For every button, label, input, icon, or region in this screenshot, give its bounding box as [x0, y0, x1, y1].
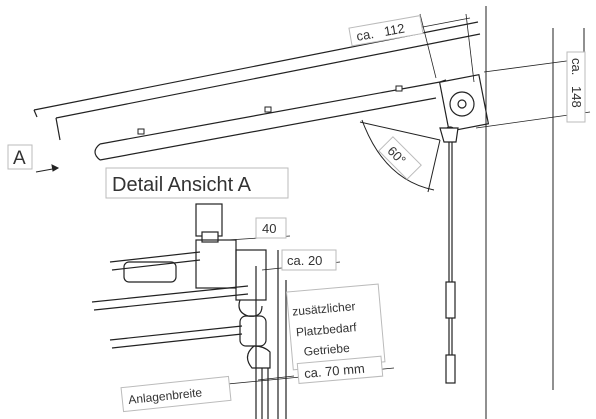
angle-label-box: 60°: [378, 136, 422, 180]
view-arrow: [35, 164, 60, 173]
dim-148-value: 148: [569, 86, 584, 108]
dim-box-70: ca. 70 mm: [296, 355, 384, 384]
dim-112-value: 112: [383, 21, 406, 39]
detail-post: [195, 203, 223, 243]
dim-box-40: 40: [255, 217, 287, 239]
awning-housing: [33, 21, 490, 161]
view-marker-box: A: [7, 144, 33, 170]
detail-title-box: Detail Ansicht A: [105, 167, 289, 199]
detail-rails: [91, 239, 271, 369]
rail-fasteners: [137, 85, 403, 135]
dim-112-prefix: ca.: [355, 26, 375, 44]
dim-148-prefix: ca.: [569, 58, 584, 75]
note-line2: Platzbedarf: [295, 320, 357, 339]
dim-box-112: ca. 112: [348, 15, 424, 47]
dim-40: 40: [262, 221, 276, 236]
note-line3: Getriebe: [303, 341, 350, 359]
view-marker: A: [13, 148, 26, 169]
detail-title: Detail Ansicht A: [112, 174, 252, 196]
detail-vertical-lines: [255, 250, 287, 419]
notes-box: zusätzlicher Platzbedarf Getriebe: [285, 283, 386, 371]
bracket: [439, 126, 459, 143]
note-line1: zusätzlicher: [292, 299, 356, 318]
anlagenbreite-box: Anlagenbreite: [120, 375, 232, 413]
dim-box-148: ca. 148: [566, 51, 586, 123]
dim-70: ca. 70 mm: [304, 361, 366, 381]
pulley: [449, 91, 475, 117]
dim-box-20: ca. 20: [281, 249, 337, 271]
dim-20: ca. 20: [287, 253, 322, 268]
angle-arc: [359, 119, 441, 193]
crank-rod: [445, 142, 456, 384]
